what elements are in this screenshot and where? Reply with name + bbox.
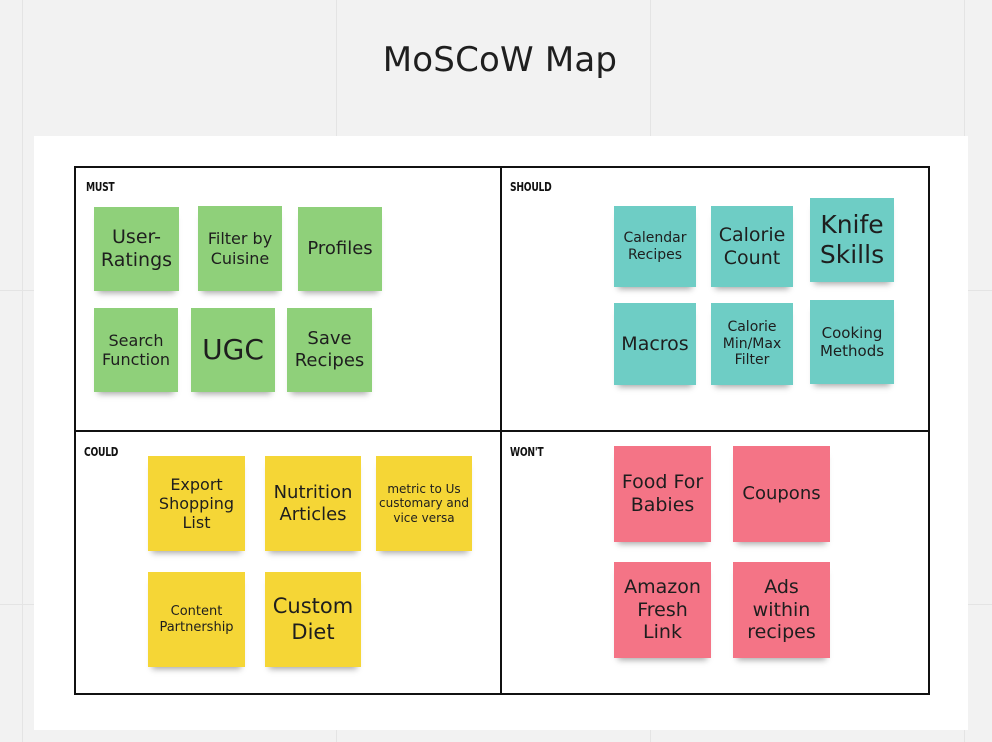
sticky-note-should[interactable]: Cooking Methods bbox=[810, 300, 894, 384]
sticky-note-must[interactable]: UGC bbox=[191, 308, 275, 392]
sticky-note-must[interactable]: Save Recipes bbox=[287, 308, 372, 392]
sticky-note-should[interactable]: Calendar Recipes bbox=[614, 206, 696, 287]
quadrant-label-wont[interactable]: WON'T bbox=[510, 445, 544, 459]
sticky-note-wont[interactable]: Ads within recipes bbox=[733, 562, 830, 658]
sticky-note-could[interactable]: Custom Diet bbox=[265, 572, 361, 667]
quadrant-label-should[interactable]: SHOULD bbox=[510, 180, 552, 194]
sticky-note-should[interactable]: Calorie Count bbox=[711, 206, 793, 287]
sticky-note-could[interactable]: Export Shopping List bbox=[148, 456, 245, 551]
sticky-note-wont[interactable]: Amazon Fresh Link bbox=[614, 562, 711, 658]
canvas-grid-line bbox=[22, 0, 23, 742]
sticky-note-wont[interactable]: Coupons bbox=[733, 446, 830, 542]
matrix-divider-horizontal bbox=[74, 430, 930, 432]
sticky-note-must[interactable]: Filter by Cuisine bbox=[198, 206, 282, 291]
quadrant-label-could[interactable]: COULD bbox=[84, 445, 119, 459]
sticky-note-should[interactable]: Knife Skills bbox=[810, 198, 894, 282]
sticky-note-must[interactable]: User-Ratings bbox=[94, 207, 179, 291]
quadrant-label-must[interactable]: MUST bbox=[86, 180, 115, 194]
sticky-note-should[interactable]: Macros bbox=[614, 303, 696, 385]
sticky-note-must[interactable]: Profiles bbox=[298, 207, 382, 291]
board-title[interactable]: MoSCoW Map bbox=[382, 40, 618, 80]
sticky-note-could[interactable]: Nutrition Articles bbox=[265, 456, 361, 551]
sticky-note-could[interactable]: metric to Us customary and vice versa bbox=[376, 456, 472, 551]
sticky-note-should[interactable]: Calorie Min/Max Filter bbox=[711, 303, 793, 385]
sticky-note-wont[interactable]: Food For Babies bbox=[614, 446, 711, 542]
sticky-note-could[interactable]: Content Partnership bbox=[148, 572, 245, 667]
sticky-note-must[interactable]: Search Function bbox=[94, 308, 178, 392]
